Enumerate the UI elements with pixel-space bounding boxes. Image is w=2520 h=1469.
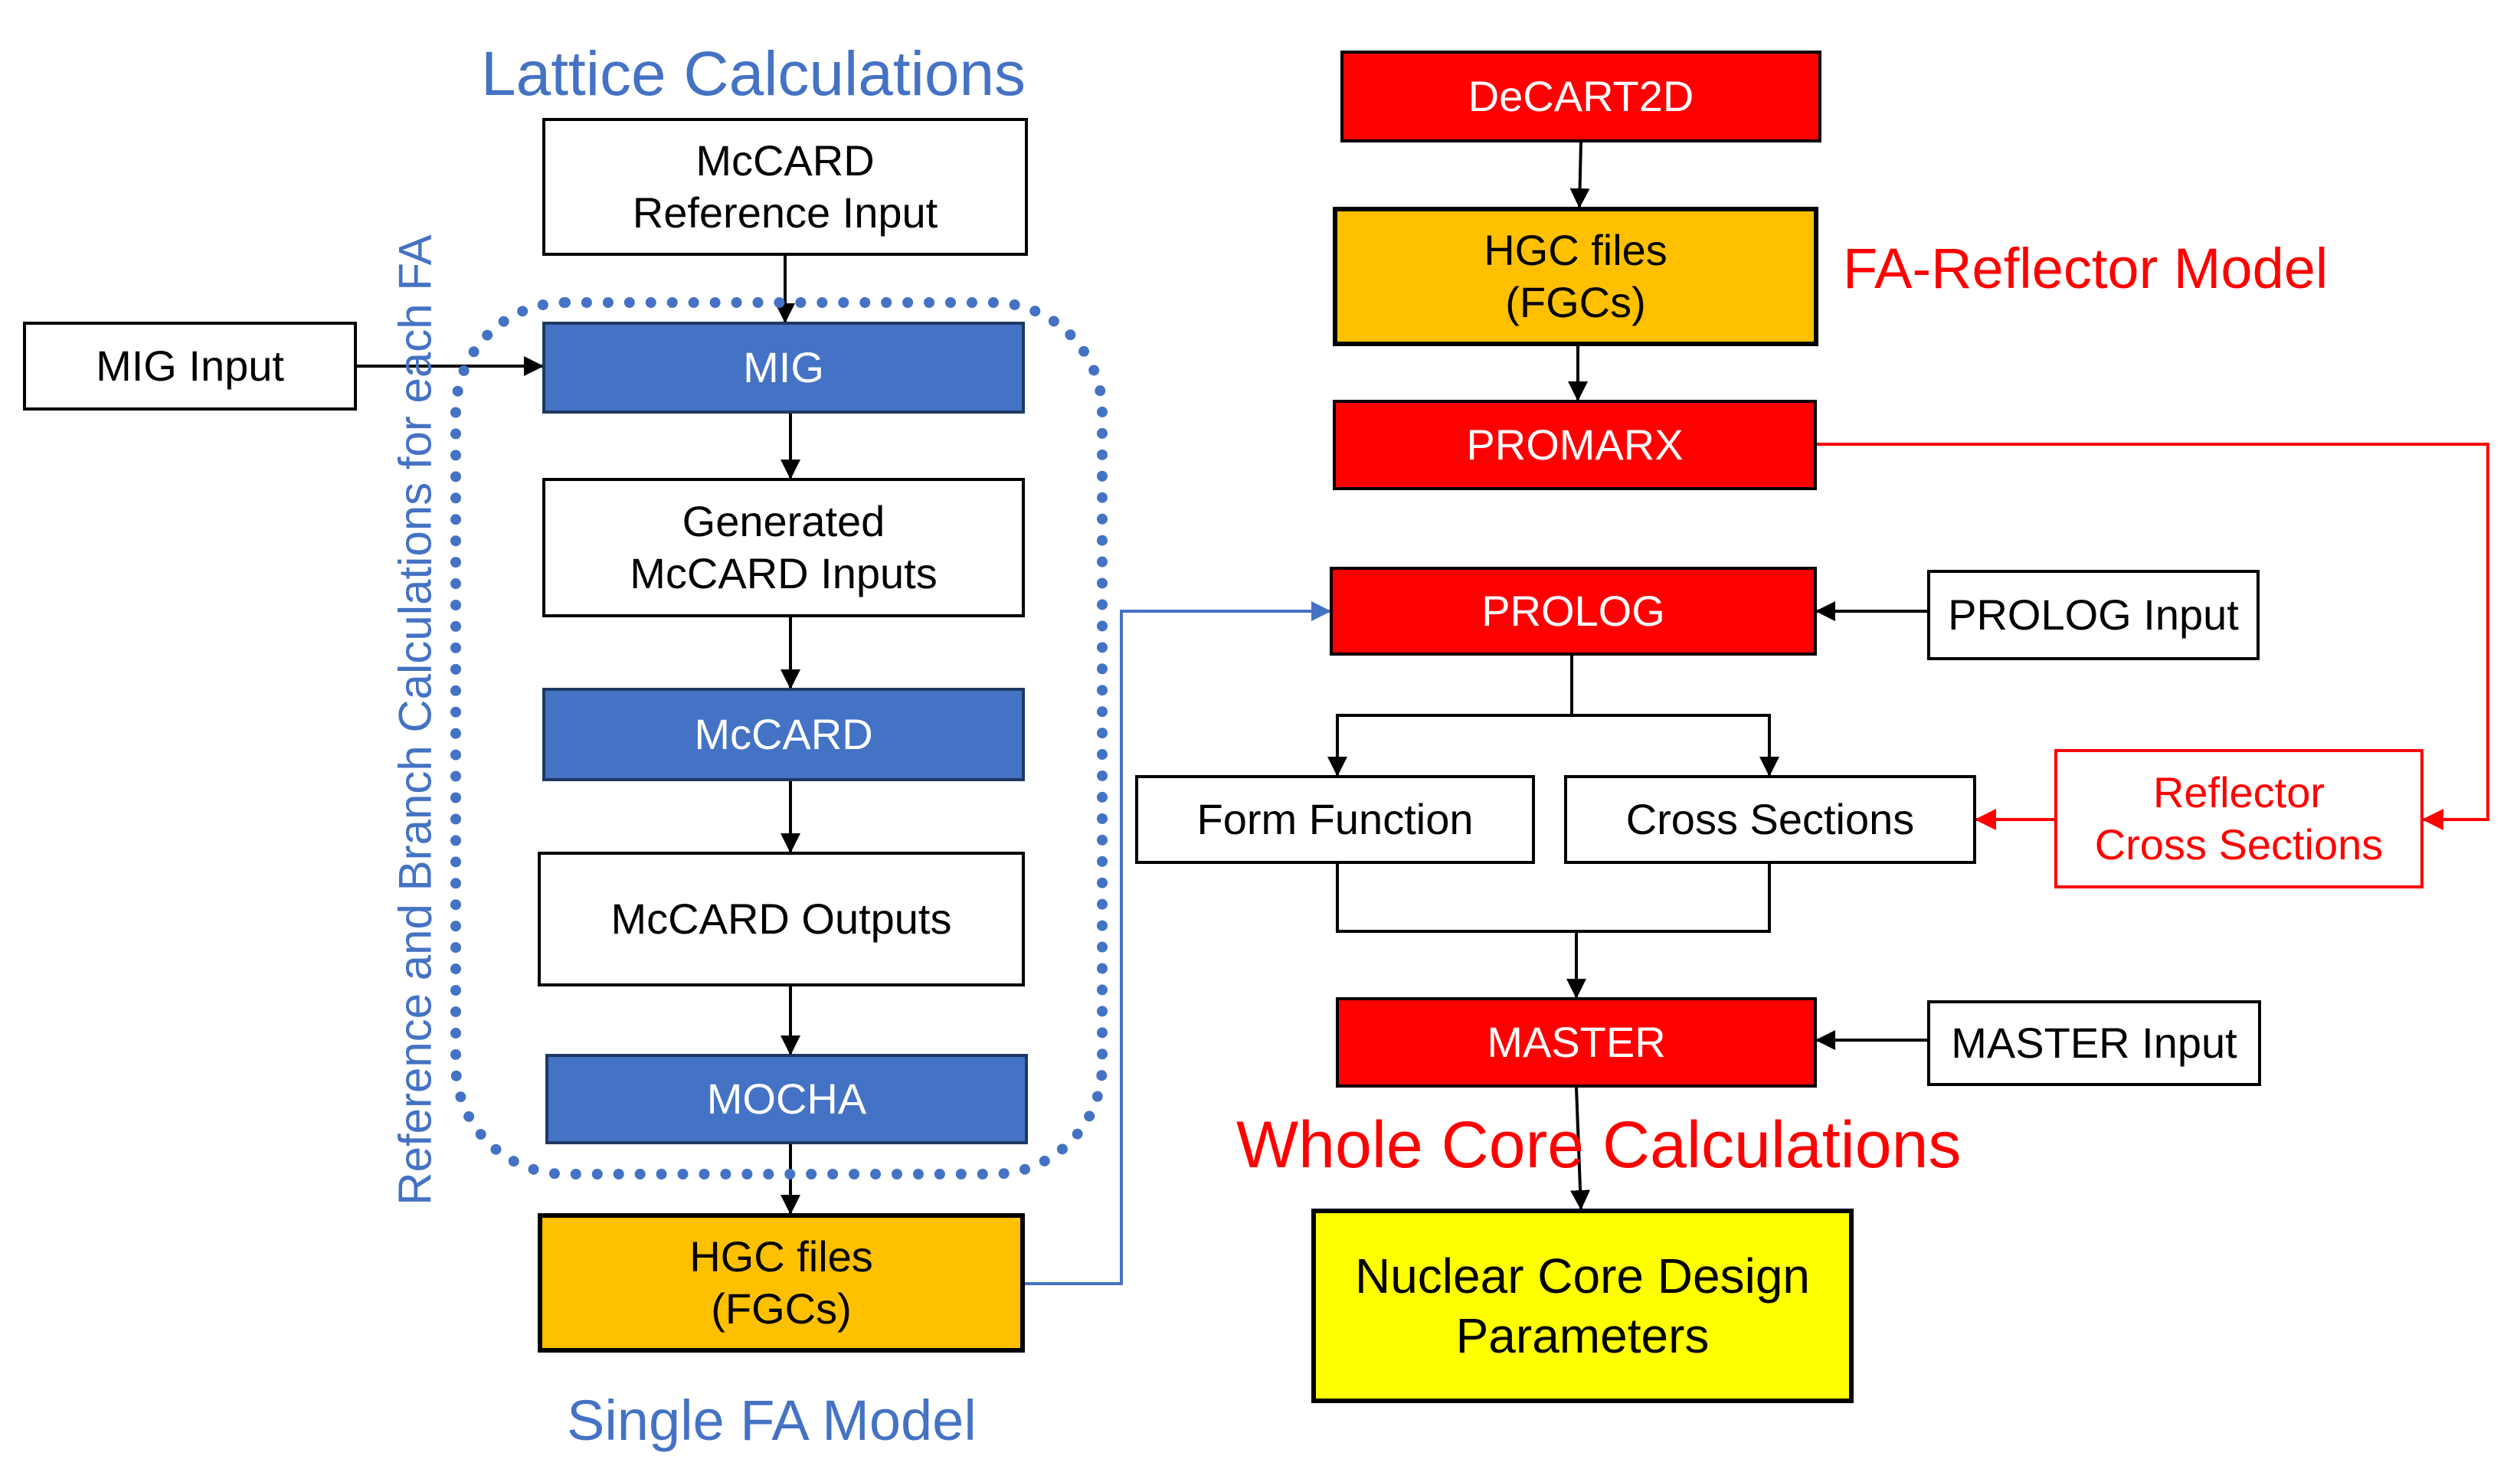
master-input-box: MASTER Input (1927, 1000, 2261, 1086)
mig-input-box: MIG Input (23, 322, 357, 411)
form-function-box: Form Function (1135, 775, 1535, 864)
prolog-box: PROLOG (1330, 567, 1817, 656)
prolog-input-box: PROLOG Input (1927, 570, 2260, 660)
vertical-loop-label: Reference and Branch Calculations for ea… (389, 234, 441, 1206)
arrow-hgc-to-prolog (1025, 601, 1331, 1285)
fa-reflector-model-title: FA-Reflector Model (1843, 237, 2329, 300)
mccard-outputs-box: McCARD Outputs (538, 852, 1025, 986)
mccard-box: McCARD (542, 688, 1025, 781)
master-box: MASTER (1336, 997, 1817, 1088)
decart2d-box: DeCART2D (1340, 51, 1821, 142)
lattice-hgc-files-box: HGC files (FGCs) (538, 1213, 1025, 1353)
generated-mccard-inputs-box: Generated McCARD Inputs (542, 478, 1025, 617)
promarx-box: PROMARX (1333, 400, 1817, 490)
split-line (1327, 656, 1573, 777)
reflector-hgc-files-box: HGC files (FGCs) (1333, 207, 1818, 346)
arrow-decart-to-hgc (1569, 142, 1590, 208)
mocha-box: MOCHA (545, 1054, 1028, 1144)
mccard-reference-input-box: McCARD Reference Input (542, 118, 1028, 256)
arrow-master-to-ncdp (1570, 1087, 1591, 1210)
arrow-promarx-to-reflector (1817, 443, 2489, 830)
lattice-calculations-title: Lattice Calculations (481, 39, 1026, 109)
reflector-cross-sections-box: Reflector Cross Sections (2054, 749, 2423, 888)
mig-box: MIG (542, 322, 1025, 414)
lattice-loop-outline (450, 297, 1108, 1179)
single-fa-model-title: Single FA Model (567, 1389, 977, 1452)
split-line-right (1572, 714, 1779, 777)
whole-core-calculations-title: Whole Core Calculations (1236, 1108, 1962, 1182)
merge-line (1336, 864, 1771, 933)
nuclear-core-design-parameters-box: Nuclear Core Design Parameters (1311, 1209, 1854, 1403)
cross-sections-box: Cross Sections (1564, 775, 1976, 864)
